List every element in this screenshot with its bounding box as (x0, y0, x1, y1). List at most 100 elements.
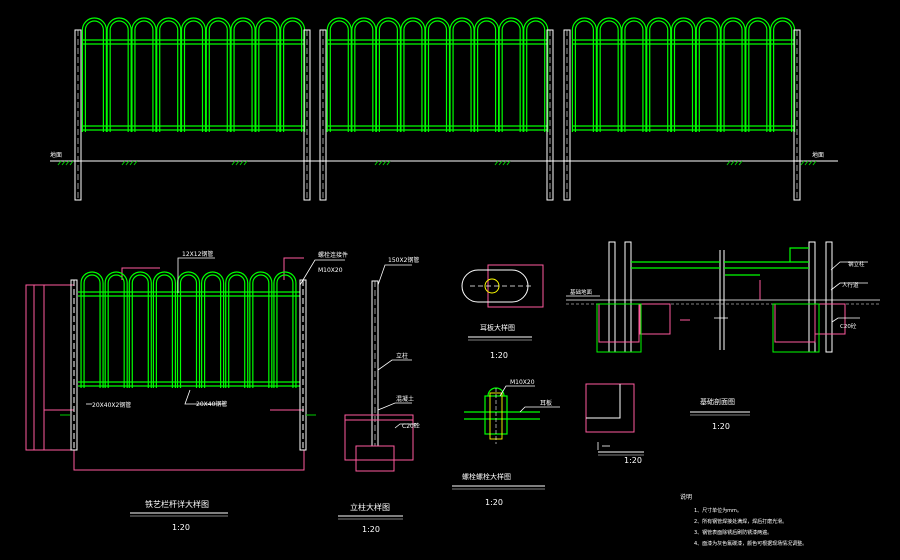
foundation-post-label: 钢立柱 (848, 260, 865, 268)
detail-picket-inner (155, 274, 173, 388)
detail-picket-inner (204, 274, 222, 388)
note-2: 2、所有钢管焊接处满焊，焊后打磨光滑。 (694, 518, 787, 525)
elevation-picket-inner (258, 20, 278, 132)
elevation-picket-inner (501, 20, 521, 132)
grass-stroke (65, 160, 70, 166)
grass-stroke (800, 160, 805, 166)
ear-plate-scale: 1:20 (490, 351, 508, 360)
elevation-picket (131, 17, 157, 132)
elevation-picket (180, 17, 207, 132)
ear-plate-title: 耳板大样图 (480, 323, 515, 332)
detail-elevation: 12X12钢管 螺栓连接件 M10X20 20X40X2钢管 20X40钢管 铁… (25, 250, 348, 532)
elevation-picket-inner (526, 20, 546, 132)
elevation-picket (720, 17, 746, 132)
elevation-picket (375, 17, 401, 132)
post-label: 立柱 (396, 352, 408, 360)
grass-stroke (125, 160, 130, 166)
elevation-picket (498, 17, 524, 132)
detail-picket (128, 271, 152, 388)
grass-stroke (69, 160, 74, 166)
elevation-picket-inner (329, 20, 349, 132)
grass-marks (57, 160, 817, 166)
elevation-pickets (81, 17, 796, 132)
grass-stroke (812, 160, 817, 166)
elevation-picket (745, 17, 771, 132)
elevation-picket (621, 17, 647, 132)
elevation-picket (230, 17, 256, 132)
detail-picket-inner (252, 274, 270, 388)
grass-stroke (57, 160, 62, 166)
elevation-picket (596, 17, 622, 132)
detail-picket-label: 20X40钢管 (196, 400, 227, 408)
elevation-picket (400, 17, 426, 132)
detail-pipe-label: 12X12钢管 (182, 250, 213, 258)
grass-stroke (494, 160, 499, 166)
post-top-label: 150X2钢管 (388, 256, 419, 264)
note-3: 3、钢管表面除锈后刷防锈漆两遍。 (694, 529, 772, 536)
elevation-picket (523, 17, 549, 132)
elevation-picket-inner (624, 20, 644, 132)
elevation-picket-inner (773, 20, 793, 132)
bolt-title: 螺栓螺栓大样图 (462, 472, 511, 481)
elevation-picket-inner (283, 20, 303, 132)
elevation-picket (280, 17, 306, 132)
detail-picket (273, 271, 297, 388)
elevation-picket (424, 17, 451, 132)
bolt-detail: M10X20 耳板 螺栓螺栓大样图 1:20 (452, 379, 560, 507)
detail-picket-inner (179, 274, 198, 388)
notes: 说明 1、尺寸单位为mm。 2、所有钢管焊接处满焊，焊后打磨光滑。 3、钢管表面… (680, 493, 807, 547)
fence-elevation: 地面 地面 (50, 17, 838, 201)
elevation-picket-inner (109, 20, 129, 132)
elevation-picket (106, 17, 132, 132)
grass-stroke (506, 160, 511, 166)
elevation-picket (205, 17, 231, 132)
detail-picket (80, 271, 104, 388)
detail-pickets (78, 271, 300, 388)
grass-stroke (804, 160, 809, 166)
detail-picket-inner (228, 274, 246, 388)
elevation-picket (474, 17, 500, 132)
grass-stroke (382, 160, 387, 166)
elevation-picket-inner (477, 20, 497, 132)
elevation-picket-inner (159, 20, 179, 132)
grass-stroke (730, 160, 735, 166)
foundation-ground-label: 基础地面 (570, 288, 593, 296)
detail-bolt-label: M10X20 (318, 267, 343, 274)
elevation-picket (646, 17, 672, 132)
note-1: 1、尺寸单位为mm。 (694, 507, 742, 514)
bolt-scale: 1:20 (485, 498, 503, 507)
note-4: 4、面漆为灰色氟碳漆，颜色可根据现场情况调整。 (694, 540, 807, 547)
elevation-posts (74, 29, 801, 201)
grass-stroke (738, 160, 743, 166)
ground-label-right: 地面 (812, 151, 824, 159)
post-leaders (377, 264, 418, 429)
detail-picket-inner (107, 274, 125, 388)
foundation-scale: 1:20 (712, 422, 730, 431)
elevation-picket-inner (649, 20, 669, 132)
grass-stroke (734, 160, 739, 166)
detail-picket-inner (276, 274, 294, 388)
detail-title: 铁艺栏杆详大样图 (145, 499, 209, 509)
grass-stroke (129, 160, 134, 166)
grass-stroke (726, 160, 731, 166)
elevation-picket-inner (673, 20, 694, 132)
elevation-picket (351, 17, 377, 132)
ground-label-left: 地面 (50, 151, 62, 159)
grass-stroke (498, 160, 503, 166)
grass-stroke (61, 160, 66, 166)
foundation-title: 基础剖面图 (700, 397, 735, 406)
elevation-picket-inner (723, 20, 743, 132)
elevation-picket (255, 17, 281, 132)
grass-stroke (374, 160, 379, 166)
bolt-size-label: M10X20 (510, 379, 535, 386)
elevation-picket-inner (574, 20, 594, 132)
grass-stroke (239, 160, 244, 166)
elevation-picket-inner (183, 20, 204, 132)
ear-plate-detail: 耳板大样图 1:20 (461, 264, 544, 360)
small-detail-scale: 1:20 (624, 456, 642, 465)
elevation-picket (695, 17, 721, 132)
detail-posts (70, 279, 307, 451)
elevation-picket-inner (354, 20, 374, 132)
detail-picket (249, 271, 273, 388)
